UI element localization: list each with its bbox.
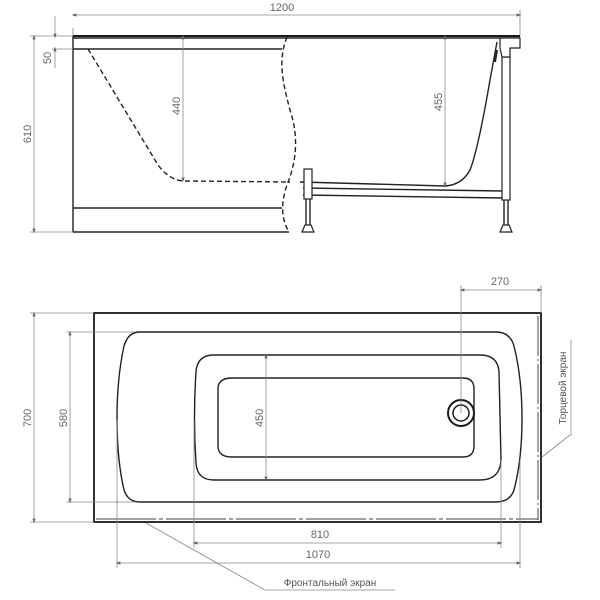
dim-depth-left: 440 — [171, 97, 183, 115]
top-view: 700 580 450 270 810 1070 Торцевой экран … — [22, 276, 572, 591]
dim-rim-thickness: 50 — [42, 52, 54, 64]
dim-inner-rim-width: 580 — [58, 409, 70, 427]
label-front-panel: Фронтальный экран — [284, 578, 377, 589]
dim-bottom-length: 810 — [311, 529, 329, 541]
dim-drain-offset: 270 — [491, 276, 509, 288]
dim-inner-length: 1070 — [306, 549, 330, 561]
dim-overall-height: 610 — [22, 125, 34, 143]
dim-overall-length: 1200 — [270, 2, 294, 14]
dim-bottom-width: 450 — [254, 409, 266, 427]
label-end-panel: Торцевой экран — [558, 352, 569, 425]
dim-depth-right: 455 — [433, 93, 445, 111]
side-view: 1200 440 50 610 — [22, 2, 522, 234]
dim-overall-width: 700 — [22, 409, 34, 427]
